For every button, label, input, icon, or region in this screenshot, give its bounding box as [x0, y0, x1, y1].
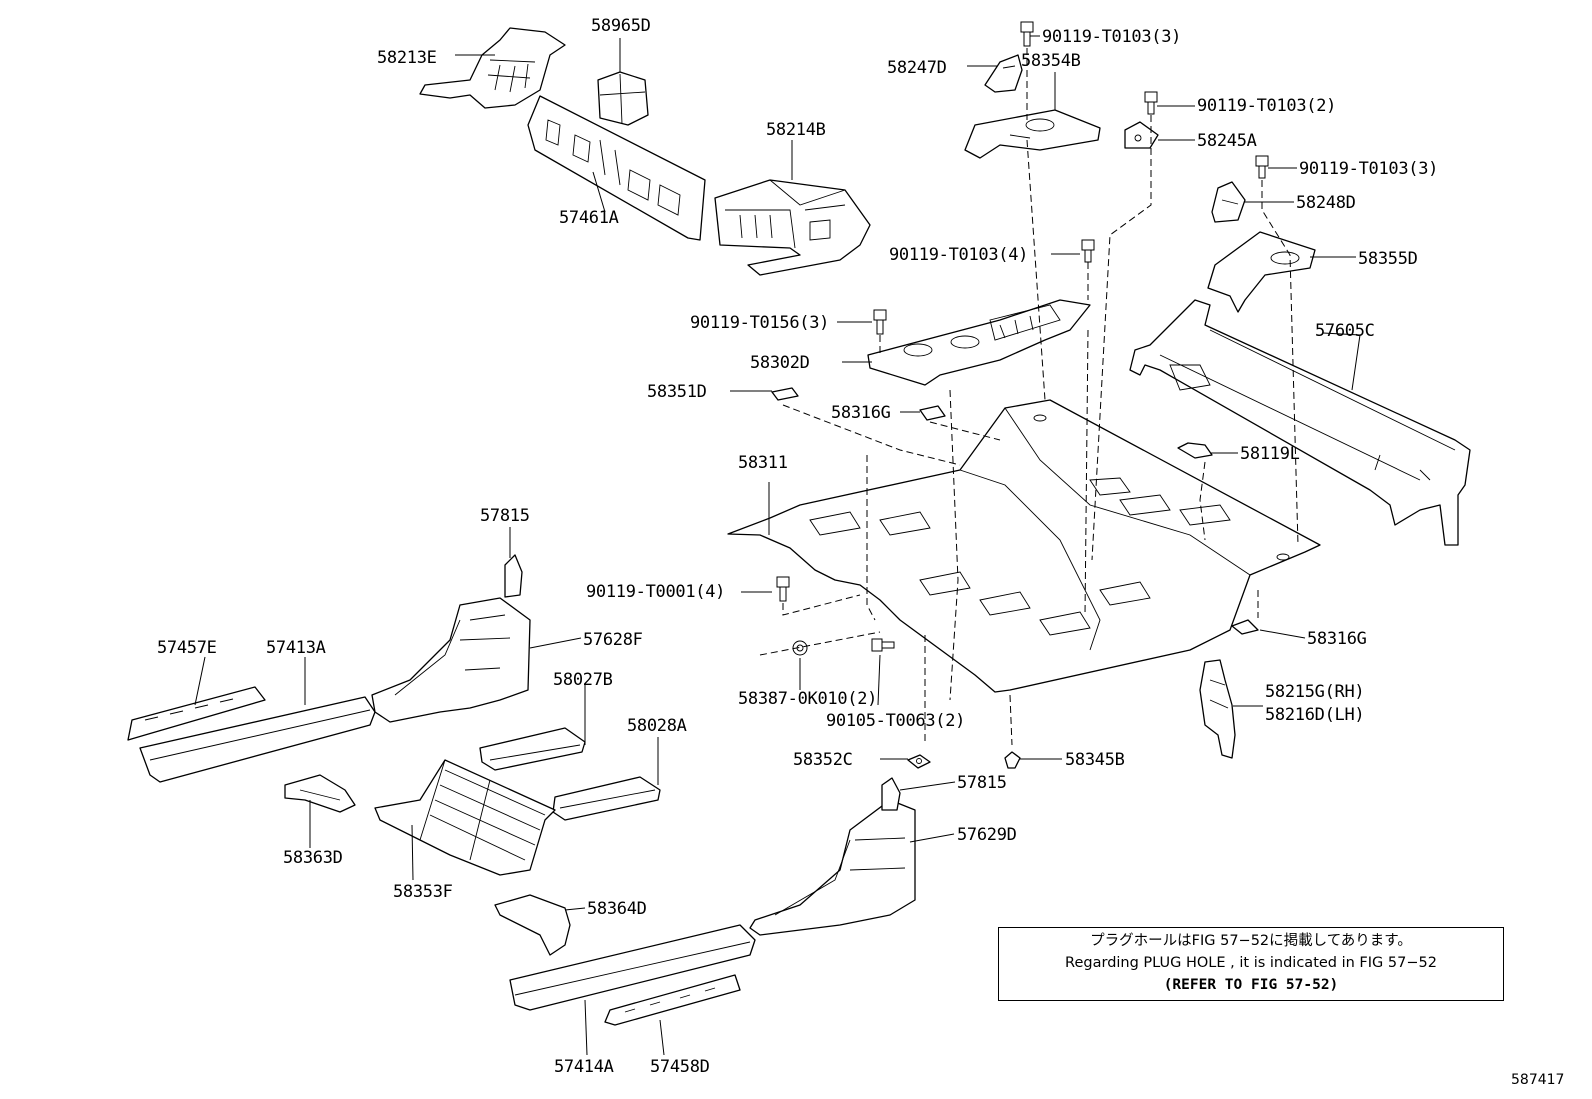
part-58364D-drawing — [494, 894, 571, 956]
part-58311-drawing — [727, 399, 1321, 693]
leader-lines — [194, 35, 1361, 1056]
diagram-id: 587417 — [1511, 1072, 1565, 1088]
part-57458D-drawing — [604, 974, 741, 1026]
part-58027B-drawing — [479, 727, 586, 771]
label-58352C: 58352C — [793, 750, 853, 770]
part-57815-a-drawing — [504, 554, 523, 598]
bolt-icon — [776, 576, 790, 602]
note-japanese-line: プラグホールはFIG 57−52に掲載してあります。 — [1090, 933, 1412, 949]
bolt-icon — [871, 638, 895, 652]
part-labels: 58213E 58965D 57461A 58214B 58247D 58354… — [157, 16, 1438, 1077]
label-58247D: 58247D — [887, 58, 947, 78]
part-58316G-a-drawing — [919, 405, 946, 421]
label-57629D: 57629D — [957, 825, 1017, 845]
part-57457E-drawing — [127, 686, 266, 741]
label-57458D: 57458D — [650, 1057, 710, 1077]
label-58215G-RH: 58215G(RH) — [1265, 682, 1364, 702]
label-58965D: 58965D — [591, 16, 651, 36]
label-58248D: 58248D — [1296, 193, 1356, 213]
label-58119L: 58119L — [1240, 444, 1300, 464]
plug-hole-note: プラグホールはFIG 57−52に掲載してあります。 Regarding PLU… — [998, 927, 1504, 1001]
label-58363D: 58363D — [283, 848, 343, 868]
label-58345B: 58345B — [1065, 750, 1125, 770]
label-58316G-lower: 58316G — [1307, 629, 1367, 649]
label-58364D: 58364D — [587, 899, 647, 919]
part-58028A-drawing — [552, 776, 661, 821]
bolt-icon — [1020, 21, 1034, 47]
label-58302D: 58302D — [750, 353, 810, 373]
label-58245A: 58245A — [1197, 131, 1257, 151]
part-58213E-drawing — [419, 27, 566, 109]
part-58345B-drawing — [1004, 751, 1021, 769]
part-58352C-drawing — [907, 754, 931, 769]
label-57413A: 57413A — [266, 638, 326, 658]
part-57414A-drawing — [509, 924, 756, 1011]
label-57628F: 57628F — [583, 630, 643, 650]
assembly-dashed-lines — [759, 48, 1299, 746]
label-58216D-LH: 58216D(LH) — [1265, 705, 1364, 725]
label-90119-T0103-4: 90119-T0103(4) — [889, 245, 1028, 265]
label-90105-T0063: 90105-T0063(2) — [826, 711, 965, 731]
part-58215G-drawing — [1199, 659, 1236, 759]
label-58027B: 58027B — [553, 670, 613, 690]
label-57457E: 57457E — [157, 638, 217, 658]
note-reference-line: (REFER TO FIG 57-52) — [1163, 977, 1339, 993]
part-58248D-drawing — [1211, 181, 1246, 223]
bolt-drawings — [776, 21, 1269, 652]
label-58353F: 58353F — [393, 882, 453, 902]
bolt-icon — [1144, 91, 1158, 115]
part-58245A-drawing — [1124, 121, 1159, 149]
part-58965D-drawing — [597, 71, 649, 126]
part-58387-drawing — [792, 640, 808, 656]
bolt-icon — [1081, 239, 1095, 263]
label-90119-T0103-2: 90119-T0103(2) — [1197, 96, 1336, 116]
note-english-line: Regarding PLUG HOLE , it is indicated in… — [1065, 955, 1437, 971]
part-58355D-drawing — [1207, 231, 1316, 313]
part-57605C-drawing — [1129, 299, 1471, 546]
part-58302D-drawing — [867, 299, 1091, 386]
label-58316G-upper: 58316G — [831, 403, 891, 423]
label-90119-T0156-3: 90119-T0156(3) — [690, 313, 829, 333]
label-58311: 58311 — [738, 453, 788, 473]
part-57413A-drawing — [139, 696, 376, 783]
label-57605C: 57605C — [1315, 321, 1375, 341]
label-58214B: 58214B — [766, 120, 826, 140]
part-58363D-drawing — [284, 774, 356, 813]
label-90119-T0001-4: 90119-T0001(4) — [586, 582, 725, 602]
part-57461A-drawing — [527, 95, 706, 241]
label-90119-T0103-3b: 90119-T0103(3) — [1299, 159, 1438, 179]
label-58355D: 58355D — [1358, 249, 1418, 269]
label-58028A: 58028A — [627, 716, 687, 736]
label-57815-lower: 57815 — [957, 773, 1007, 793]
label-58351D: 58351D — [647, 382, 707, 402]
part-57629D-drawing — [749, 799, 916, 936]
part-58354B-drawing — [964, 109, 1101, 159]
label-57815-upper: 57815 — [480, 506, 530, 526]
part-58214B-drawing — [714, 179, 871, 276]
label-58387-0K010: 58387-0K010(2) — [738, 689, 877, 709]
part-58351D-drawing — [771, 387, 799, 401]
label-57414A: 57414A — [554, 1057, 614, 1077]
part-57628F-drawing — [371, 597, 531, 723]
bolt-icon — [873, 309, 887, 335]
label-57461A: 57461A — [559, 208, 619, 228]
bolt-icon — [1255, 155, 1269, 179]
part-58119L-drawing — [1177, 442, 1213, 459]
part-58316G-b-drawing — [1231, 619, 1259, 635]
label-90119-T0103-3a: 90119-T0103(3) — [1042, 27, 1181, 47]
part-57815-b-drawing — [881, 777, 901, 811]
label-58213E: 58213E — [377, 48, 437, 68]
part-58247D-drawing — [984, 54, 1023, 93]
label-58354B: 58354B — [1021, 51, 1081, 71]
part-58353F-drawing — [374, 759, 556, 876]
